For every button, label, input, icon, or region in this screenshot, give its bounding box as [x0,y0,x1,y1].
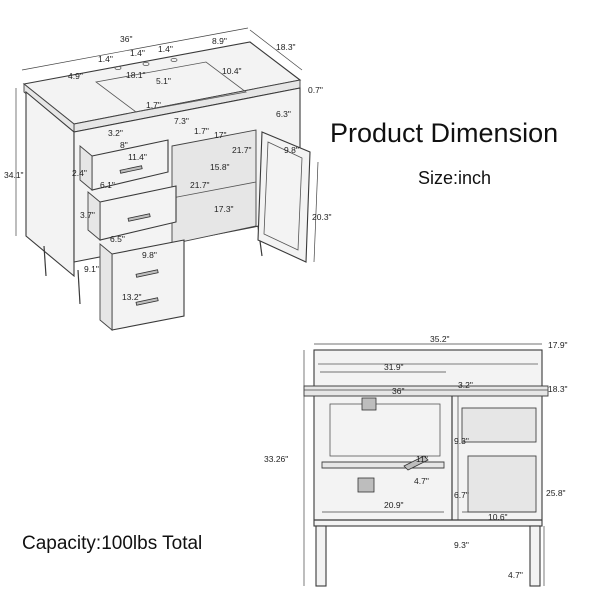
label-top-thickness: 0.7" [308,85,323,95]
faucet-hole-mid [142,62,150,67]
front-leg-left [315,525,327,587]
label-drawer3-w: 9.8" [142,250,157,260]
drawer-3-handle-a [135,269,159,278]
label-drawer-top-w: 8" [120,140,128,150]
label-inner-width: 31.9" [384,362,404,372]
label-cab-right-gap: 6.3" [276,109,291,119]
faucet-hole-right [170,58,178,63]
label-leg-h: 4.7" [508,570,523,580]
label-bracket: 11" [416,454,428,464]
drawer-stack [79,139,185,331]
label-drawer1-h: 2.4" [72,168,87,178]
label-drawer-h-front: 6.7" [454,490,469,500]
label-overall-width: 35.2" [430,334,450,344]
label-drawer-gap: 7.3" [174,116,189,126]
basin-outline [95,61,247,113]
front-right-drawer-lower [467,455,537,513]
label-right-depth: 18.3" [548,384,568,394]
label-basin-depth-b: 10.4" [222,66,242,76]
size-unit-label: Size:inch [418,168,492,188]
hinge-top-left [361,397,377,411]
label-bottom-gap: 9.3" [454,540,469,550]
label-width-top: 36" [120,34,132,44]
capacity-label: Capacity:100lbs Total [22,533,203,554]
label-door-height: 20.3" [312,212,332,222]
drawer-1-side [79,145,93,191]
label-drawer-top-d: 11.4" [128,152,147,162]
label-shelf-h: 17.3" [214,204,234,214]
label-height-total: 34.1" [4,170,24,180]
leg-left-front [77,269,81,305]
label-small-gap: 4.7" [414,476,429,486]
cabinet-door-open [257,131,311,263]
label-faucet-right: 1.4" [158,44,173,54]
label-mid-gap: 1.7" [194,126,209,136]
label-faucet-left: 1.4" [98,54,113,64]
label-faucet-edge: 8.9" [212,36,227,46]
drawer-3-side [99,243,113,331]
label-side-h: 25.8" [546,488,566,498]
dim-line-width-top [21,27,249,71]
label-shelf-width: 36" [392,386,404,396]
drawer-2-handle [127,213,151,222]
drawer-2-side [87,191,101,241]
interior-shelf [171,181,257,199]
front-dimension-labels: 35.2" 17.9" 31.9" 3.2" 36" 18.3" 9.3" 33… [264,334,568,580]
front-right-drawer-upper [461,407,537,443]
label-bottom-w: 20.9" [384,500,404,510]
label-front-gap: 1.7" [146,100,161,110]
drawer-1-handle [119,165,143,174]
label-drawer2-h: 3.7" [80,210,95,220]
label-overall-depth: 17.9" [548,340,568,350]
label-drawer-inset: 3.2" [108,128,123,138]
label-basin-depth-a: 5.1" [156,76,171,86]
label-back-edge: 4.9" [68,71,83,81]
door-panel [263,141,303,251]
shelf-bracket [403,455,429,471]
label-drawer3-inner: 13.2" [122,292,142,302]
label-height-front: 33.26" [264,454,288,464]
faucet-hole-left [114,66,122,71]
label-right-drawer-w: 10.6" [488,512,508,522]
leg-left-back [43,245,47,277]
cabinet-left-side [25,90,75,278]
label-drawer1-inner: 6.1" [100,180,115,190]
label-faucet-mid: 1.4" [130,48,145,58]
label-cab-width: 17" [214,130,226,140]
label-shelf-d: 21.7" [190,180,210,190]
label-right-gap: 9.3" [454,436,469,446]
front-countertop [303,385,549,397]
label-cab-depth: 21.7" [232,145,252,155]
drawer-3-handle-b [135,297,159,306]
front-leg-right [529,525,541,587]
label-basin-width: 18.1" [126,70,146,80]
label-drawer2-inner: 6.5" [110,234,125,244]
front-cabinet-view [303,343,549,587]
page-title: Product Dimension [330,118,559,148]
label-drawer3-h: 9.1" [84,264,99,274]
hinge-bottom-left [357,477,375,493]
label-shelf-w: 15.8" [210,162,230,172]
front-left-back [329,403,441,457]
isometric-cabinet-view [15,27,319,331]
label-depth-top: 18.3" [276,42,296,52]
dim-line-depth-top [249,29,303,71]
dim-line-door [313,161,319,263]
iso-dimension-labels: 36" 18.3" 1.4" 1.4" 1.4" 8.9" 4.9" 18.1"… [4,34,332,302]
label-door-h: 9.8" [284,145,299,155]
label-mid-gap-front: 3.2" [458,380,473,390]
